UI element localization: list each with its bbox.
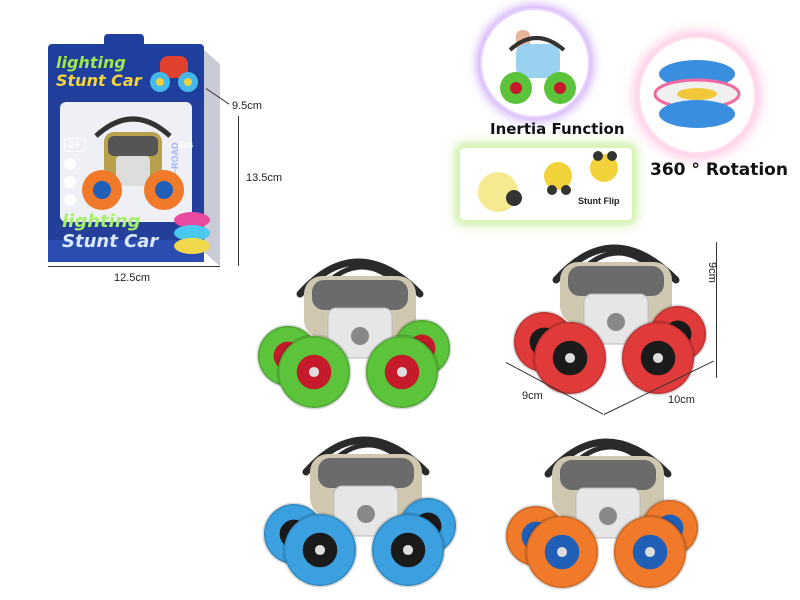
wheel-cap-front-right [652, 352, 664, 364]
package-height-line [238, 116, 239, 266]
car-axle [599, 507, 617, 525]
inertia-function-image [480, 8, 590, 118]
product-height-label: 9cm [706, 262, 718, 283]
package-front-title-line2: Stunt Car [62, 231, 159, 252]
product-height-line [716, 242, 717, 378]
battery-icon [64, 176, 76, 188]
package-header-logo: lighting Stunt Car [56, 54, 142, 90]
feature-icons-column [64, 158, 78, 206]
wheel-cap-front-right [396, 366, 408, 378]
product-depth-label: 9cm [522, 390, 543, 402]
product-car-red [508, 222, 718, 402]
package-title-line2: Stunt Car [56, 71, 142, 90]
car-axle [607, 313, 625, 331]
car-graffiti-panel [312, 280, 408, 310]
package-depth-label: 9.5cm [232, 100, 262, 112]
wheel-cap-front-left [556, 546, 568, 558]
wheel-cap-front-left [564, 352, 576, 364]
package-width-label: 12.5cm [114, 272, 151, 284]
package-front-title-line1: lighting [62, 211, 141, 232]
light-icon [64, 158, 76, 170]
package-car-image [78, 106, 188, 216]
rotation-image [638, 36, 756, 154]
car-graffiti-panel [560, 460, 656, 490]
car-axle [351, 327, 369, 345]
car-graffiti-panel [318, 458, 414, 488]
package-front-logo: lighting Stunt Car [62, 212, 158, 252]
product-car-green [252, 236, 462, 416]
package-header-car-image [150, 50, 198, 94]
age-badge: 3+ [64, 138, 85, 152]
package-height-label: 13.5cm [246, 172, 283, 184]
wheel-cap-front-left [314, 544, 326, 556]
product-car-blue [258, 414, 468, 594]
product-width-label: 10cm [668, 394, 695, 406]
package-rotation-image [172, 208, 212, 258]
wheel-cap-front-left [308, 366, 320, 378]
car-axle [357, 505, 375, 523]
drive-badge: 4x4 [178, 140, 194, 150]
stunt-flip-image: Stunt Flip [458, 146, 634, 222]
music-icon [64, 194, 76, 206]
package-width-line [48, 266, 220, 267]
package-title-line1: lighting [56, 53, 126, 72]
wheel-cap-front-right [644, 546, 656, 558]
stunt-flip-label: Stunt Flip [578, 196, 620, 206]
wheel-cap-front-right [402, 544, 414, 556]
rotation-label: 360 ° Rotation [650, 160, 788, 180]
inertia-function-label: Inertia Function [490, 120, 625, 138]
package-hang-tab [104, 34, 144, 44]
product-car-orange [500, 416, 710, 596]
package-box: lighting Stunt Car 3+ 4x4 OFF-ROAD [44, 34, 224, 270]
car-graffiti-panel [568, 266, 664, 296]
